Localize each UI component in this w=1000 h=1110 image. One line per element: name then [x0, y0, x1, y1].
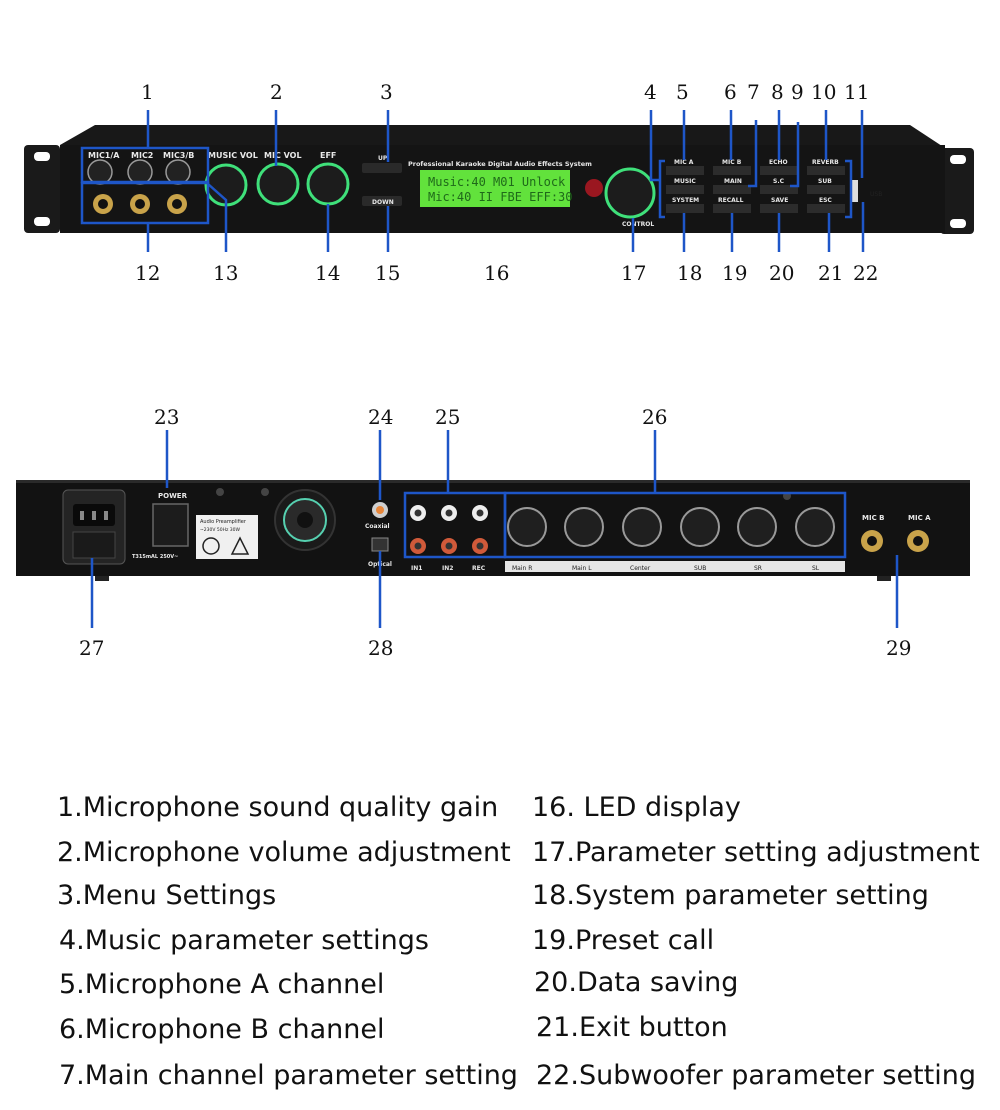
volume-knobs	[204, 162, 350, 207]
callout-15: 15	[375, 261, 401, 285]
rear-panel-diagram: POWER T315mAL 250V~ Audio Preamplifier ~…	[16, 430, 970, 628]
svg-text:SUB: SUB	[694, 565, 706, 572]
svg-text:MIC B: MIC B	[722, 159, 742, 166]
callout-12: 12	[135, 261, 161, 285]
callout-16: 16	[484, 261, 510, 285]
mic-label-3: MIC3/B	[163, 151, 194, 160]
svg-text:SYSTEM: SYSTEM	[672, 197, 699, 204]
svg-text:MUSIC: MUSIC	[674, 178, 696, 185]
callout-5: 5	[676, 80, 689, 104]
legend-item-4: 4.Music parameter settings	[59, 925, 429, 956]
svg-text:MIC A: MIC A	[908, 514, 931, 522]
legend-item-1: 1.Microphone sound quality gain	[57, 792, 499, 823]
callout-29: 29	[886, 636, 912, 660]
lcd-line-2: Mic:40 II FBE EFF:30	[428, 190, 573, 204]
callout-2: 2	[270, 80, 283, 104]
svg-text:ESC: ESC	[819, 197, 832, 204]
callout-17: 17	[621, 261, 647, 285]
legend-item-6: 6.Microphone B channel	[59, 1014, 385, 1045]
coaxial-label: Coaxial	[365, 523, 390, 530]
front-mic-jacks	[93, 194, 187, 214]
svg-text:IN1: IN1	[411, 565, 422, 572]
legend-item-19: 19.Preset call	[532, 925, 715, 956]
callout-3: 3	[380, 80, 393, 104]
fuse-label: T315mAL 250V~	[132, 554, 178, 560]
callout-21: 21	[818, 261, 844, 285]
callout-26: 26	[642, 405, 668, 429]
legend-item-18: 18.System parameter setting	[532, 880, 929, 911]
control-label: CONTROL	[622, 221, 654, 228]
callout-10: 10	[811, 80, 837, 104]
power-label: POWER	[158, 492, 188, 500]
callout-18: 18	[677, 261, 703, 285]
svg-text:SUB: SUB	[818, 178, 832, 185]
legend-item-21: 21.Exit button	[536, 1012, 728, 1043]
lcd-screen	[420, 170, 570, 207]
front-panel-diagram: MIC1/A MIC2 MIC3/B MUSIC VOL MIC VOL EFF…	[24, 110, 974, 252]
callout-1: 1	[141, 80, 154, 104]
svg-text:REC: REC	[472, 565, 486, 572]
lcd-line-1: Music:40 M01 Unlock	[428, 175, 566, 189]
legend-item-3: 3.Menu Settings	[57, 880, 277, 911]
callout-27: 27	[79, 636, 105, 660]
mic-gain-knobs	[87, 159, 191, 185]
callout-11: 11	[844, 80, 870, 104]
callout-7: 7	[747, 80, 760, 104]
legend-item-7: 7.Main channel parameter setting	[59, 1060, 518, 1091]
sticker-spec: ~230V 50Hz 30W	[200, 527, 240, 533]
callout-28: 28	[368, 636, 394, 660]
knob-label-eff: EFF	[320, 151, 336, 160]
svg-text:MIC A: MIC A	[674, 159, 694, 166]
callout-25: 25	[435, 405, 461, 429]
svg-text:REVERB: REVERB	[812, 159, 839, 166]
rca-jacks	[410, 505, 488, 554]
knob-label-music: MUSIC VOL	[208, 151, 258, 160]
callout-6: 6	[724, 80, 737, 104]
callout-8: 8	[771, 80, 784, 104]
svg-text:SL: SL	[812, 565, 820, 572]
knob-label-mic: MIC VOL	[264, 151, 302, 160]
callout-22: 22	[853, 261, 879, 285]
sticker-title: Audio Preamplifier	[200, 519, 247, 525]
usb-label: USB	[870, 191, 882, 198]
callout-19: 19	[722, 261, 748, 285]
xlr-outputs	[507, 507, 835, 547]
svg-text:SR: SR	[754, 565, 762, 572]
control-knob	[604, 167, 656, 219]
svg-text:Main R: Main R	[512, 565, 532, 572]
nav-up-label: UP	[378, 155, 388, 162]
callout-24: 24	[368, 405, 394, 429]
callout-20: 20	[769, 261, 795, 285]
device-title: Professional Karaoke Digital Audio Effec…	[408, 160, 592, 168]
callout-13: 13	[213, 261, 239, 285]
svg-text:RECALL: RECALL	[718, 197, 744, 204]
callout-9: 9	[791, 80, 804, 104]
svg-text:ECHO: ECHO	[769, 159, 788, 166]
callout-4: 4	[644, 80, 657, 104]
legend-item-20: 20.Data saving	[534, 967, 739, 998]
legend-item-16: 16. LED display	[532, 792, 741, 823]
svg-text:Center: Center	[630, 565, 651, 572]
svg-text:MAIN: MAIN	[724, 178, 742, 185]
callout-14: 14	[315, 261, 341, 285]
legend-item-5: 5.Microphone A channel	[59, 969, 385, 1000]
svg-text:IN2: IN2	[442, 565, 453, 572]
mic-label-1: MIC1/A	[88, 151, 120, 160]
callout-23: 23	[154, 405, 180, 429]
front-buttons	[666, 166, 845, 213]
svg-text:MIC B: MIC B	[862, 514, 884, 522]
svg-text:S.C: S.C	[773, 178, 785, 185]
mic-label-2: MIC2	[131, 151, 153, 160]
svg-text:Main L: Main L	[572, 565, 592, 572]
nav-down-label: DOWN	[372, 199, 394, 206]
legend-item-22: 22.Subwoofer parameter setting	[536, 1060, 976, 1091]
svg-text:SAVE: SAVE	[771, 197, 788, 204]
legend-item-17: 17.Parameter setting adjustment	[532, 837, 980, 868]
legend-item-2: 2.Microphone volume adjustment	[57, 837, 511, 868]
